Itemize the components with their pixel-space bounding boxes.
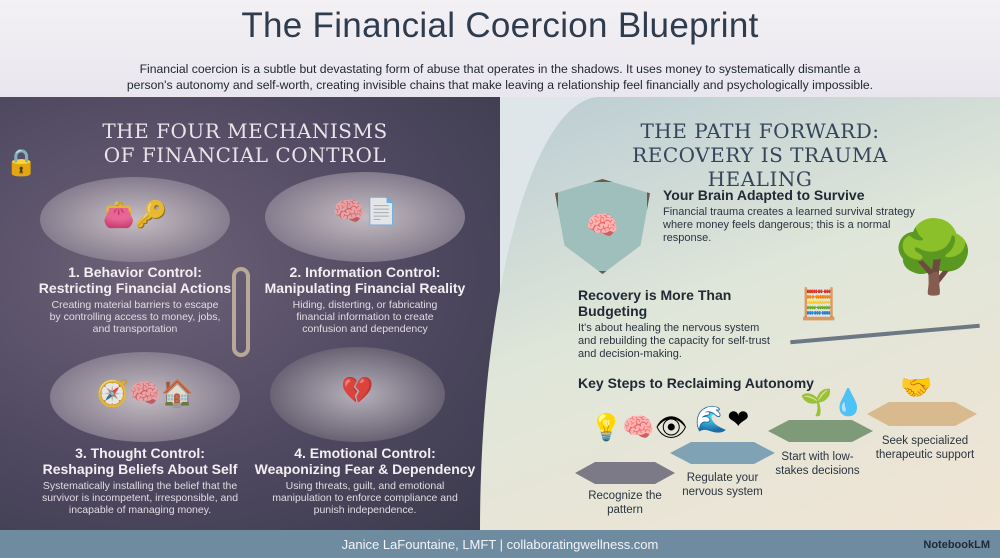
card-emotional-control: 4. Emotional Control: Weaponizing Fear &… (245, 445, 485, 516)
intro-text: Financial coercion is a subtle but devas… (126, 62, 874, 92)
footer: Janice LaFountaine, LMFT | collaborating… (0, 530, 1000, 558)
card-description: Hiding, disterting, or fabricating finan… (292, 299, 438, 335)
heading-line: OF FINANCIAL CONTROL (103, 143, 387, 167)
calculator-coins-icon: 🧮 (800, 288, 838, 321)
heading-line: THE FOUR MECHANISMS (102, 119, 388, 143)
card-subtitle: Manipulating Financial Reality (264, 280, 466, 296)
wallet-lock-icon: 👛🔑 (102, 199, 168, 229)
tree-heart-icon: 🌳 (890, 218, 978, 296)
page-title: The Financial Coercion Blueprint (241, 6, 759, 45)
notebooklm-logo: NotebookLM (923, 539, 990, 551)
card-subtitle: Weaponizing Fear & Dependency (254, 461, 476, 477)
sprout-icon: 🌱💧 (800, 387, 865, 417)
step-platform (670, 442, 775, 464)
footer-credit: Janice LaFountaine, LMFT | collaborating… (341, 537, 659, 552)
steps-title: Key Steps to Reclaiming Autonomy (578, 375, 814, 391)
step-platform (867, 402, 977, 426)
step-platform (575, 462, 675, 484)
card-subtitle: Reshaping Beliefs About Self (42, 461, 238, 477)
padlock-icon: 🔒 (5, 147, 38, 177)
card-title: 1. Behavior Control: (68, 264, 202, 280)
step-label: Recognize the pattern (588, 490, 662, 516)
step-label: Regulate your nervous system (682, 472, 763, 498)
card-description: Using threats, guilt, and emotional mani… (272, 480, 458, 516)
wave-heart-icon: 🌊❤ (695, 404, 750, 434)
mechanisms-heading: THE FOUR MECHANISMS OF FINANCIAL CONTROL (90, 119, 400, 167)
brain-shield-icon: 🧠 (555, 179, 650, 274)
brain-gears-icon: 💡🧠👁 (590, 412, 688, 442)
section-description: It's about healing the nervous system an… (578, 322, 770, 360)
recovery-budgeting-section: Recovery is More Than Budgeting It's abo… (578, 287, 798, 361)
step-label: Seek specialized therapeutic support (875, 435, 975, 461)
recovery-heading: THE PATH FORWARD: RECOVERY IS TRAUMA HEA… (610, 119, 910, 191)
card-title: 4. Emotional Control: (294, 445, 436, 461)
brain-document-icon: 🧠📄 (332, 196, 398, 226)
step-label: Start with low-stakes decisions (775, 451, 860, 477)
brain-adapted-section: Your Brain Adapted to Survive Financial … (663, 187, 953, 245)
thought-control-illustration: 🧭🧠🏠 (50, 352, 240, 442)
card-information-control: 2. Information Control: Manipulating Fin… (250, 264, 480, 335)
section-title: Recovery is More Than Budgeting (578, 287, 732, 319)
mechanisms-panel: THE FOUR MECHANISMS OF FINANCIAL CONTROL… (0, 97, 500, 530)
heading-line: RECOVERY IS TRAUMA HEALING (632, 143, 888, 191)
information-control-illustration: 🧠📄 (265, 172, 465, 262)
section-title: Your Brain Adapted to Survive (663, 187, 865, 203)
heading-line: THE PATH FORWARD: (640, 119, 880, 143)
balance-scale-icon (790, 323, 980, 345)
emotional-control-illustration: 💔 (270, 347, 445, 442)
head-compass-icon: 🧭🧠🏠 (96, 378, 194, 408)
chain-link-icon (232, 267, 250, 357)
behavior-control-illustration: 👛🔑 (40, 177, 230, 262)
card-description: Systematically installing the belief tha… (41, 480, 239, 516)
broken-heart-icon: 💔 (341, 375, 374, 405)
handshake-icon: 🤝 (900, 372, 933, 402)
recovery-panel: THE PATH FORWARD: RECOVERY IS TRAUMA HEA… (480, 97, 1000, 530)
card-subtitle: Restricting Financial Actions (38, 280, 232, 296)
step-platform (768, 420, 873, 442)
card-title: 2. Information Control: (289, 264, 441, 280)
card-title: 3. Thought Control: (75, 445, 205, 461)
section-description: Financial trauma creates a learned survi… (663, 206, 915, 244)
card-behavior-control: 1. Behavior Control: Restricting Financi… (20, 264, 250, 335)
header: The Financial Coercion Blueprint Financi… (0, 0, 1000, 97)
card-thought-control: 3. Thought Control: Reshaping Beliefs Ab… (20, 445, 260, 516)
card-description: Creating material barriers to escape by … (49, 299, 221, 335)
